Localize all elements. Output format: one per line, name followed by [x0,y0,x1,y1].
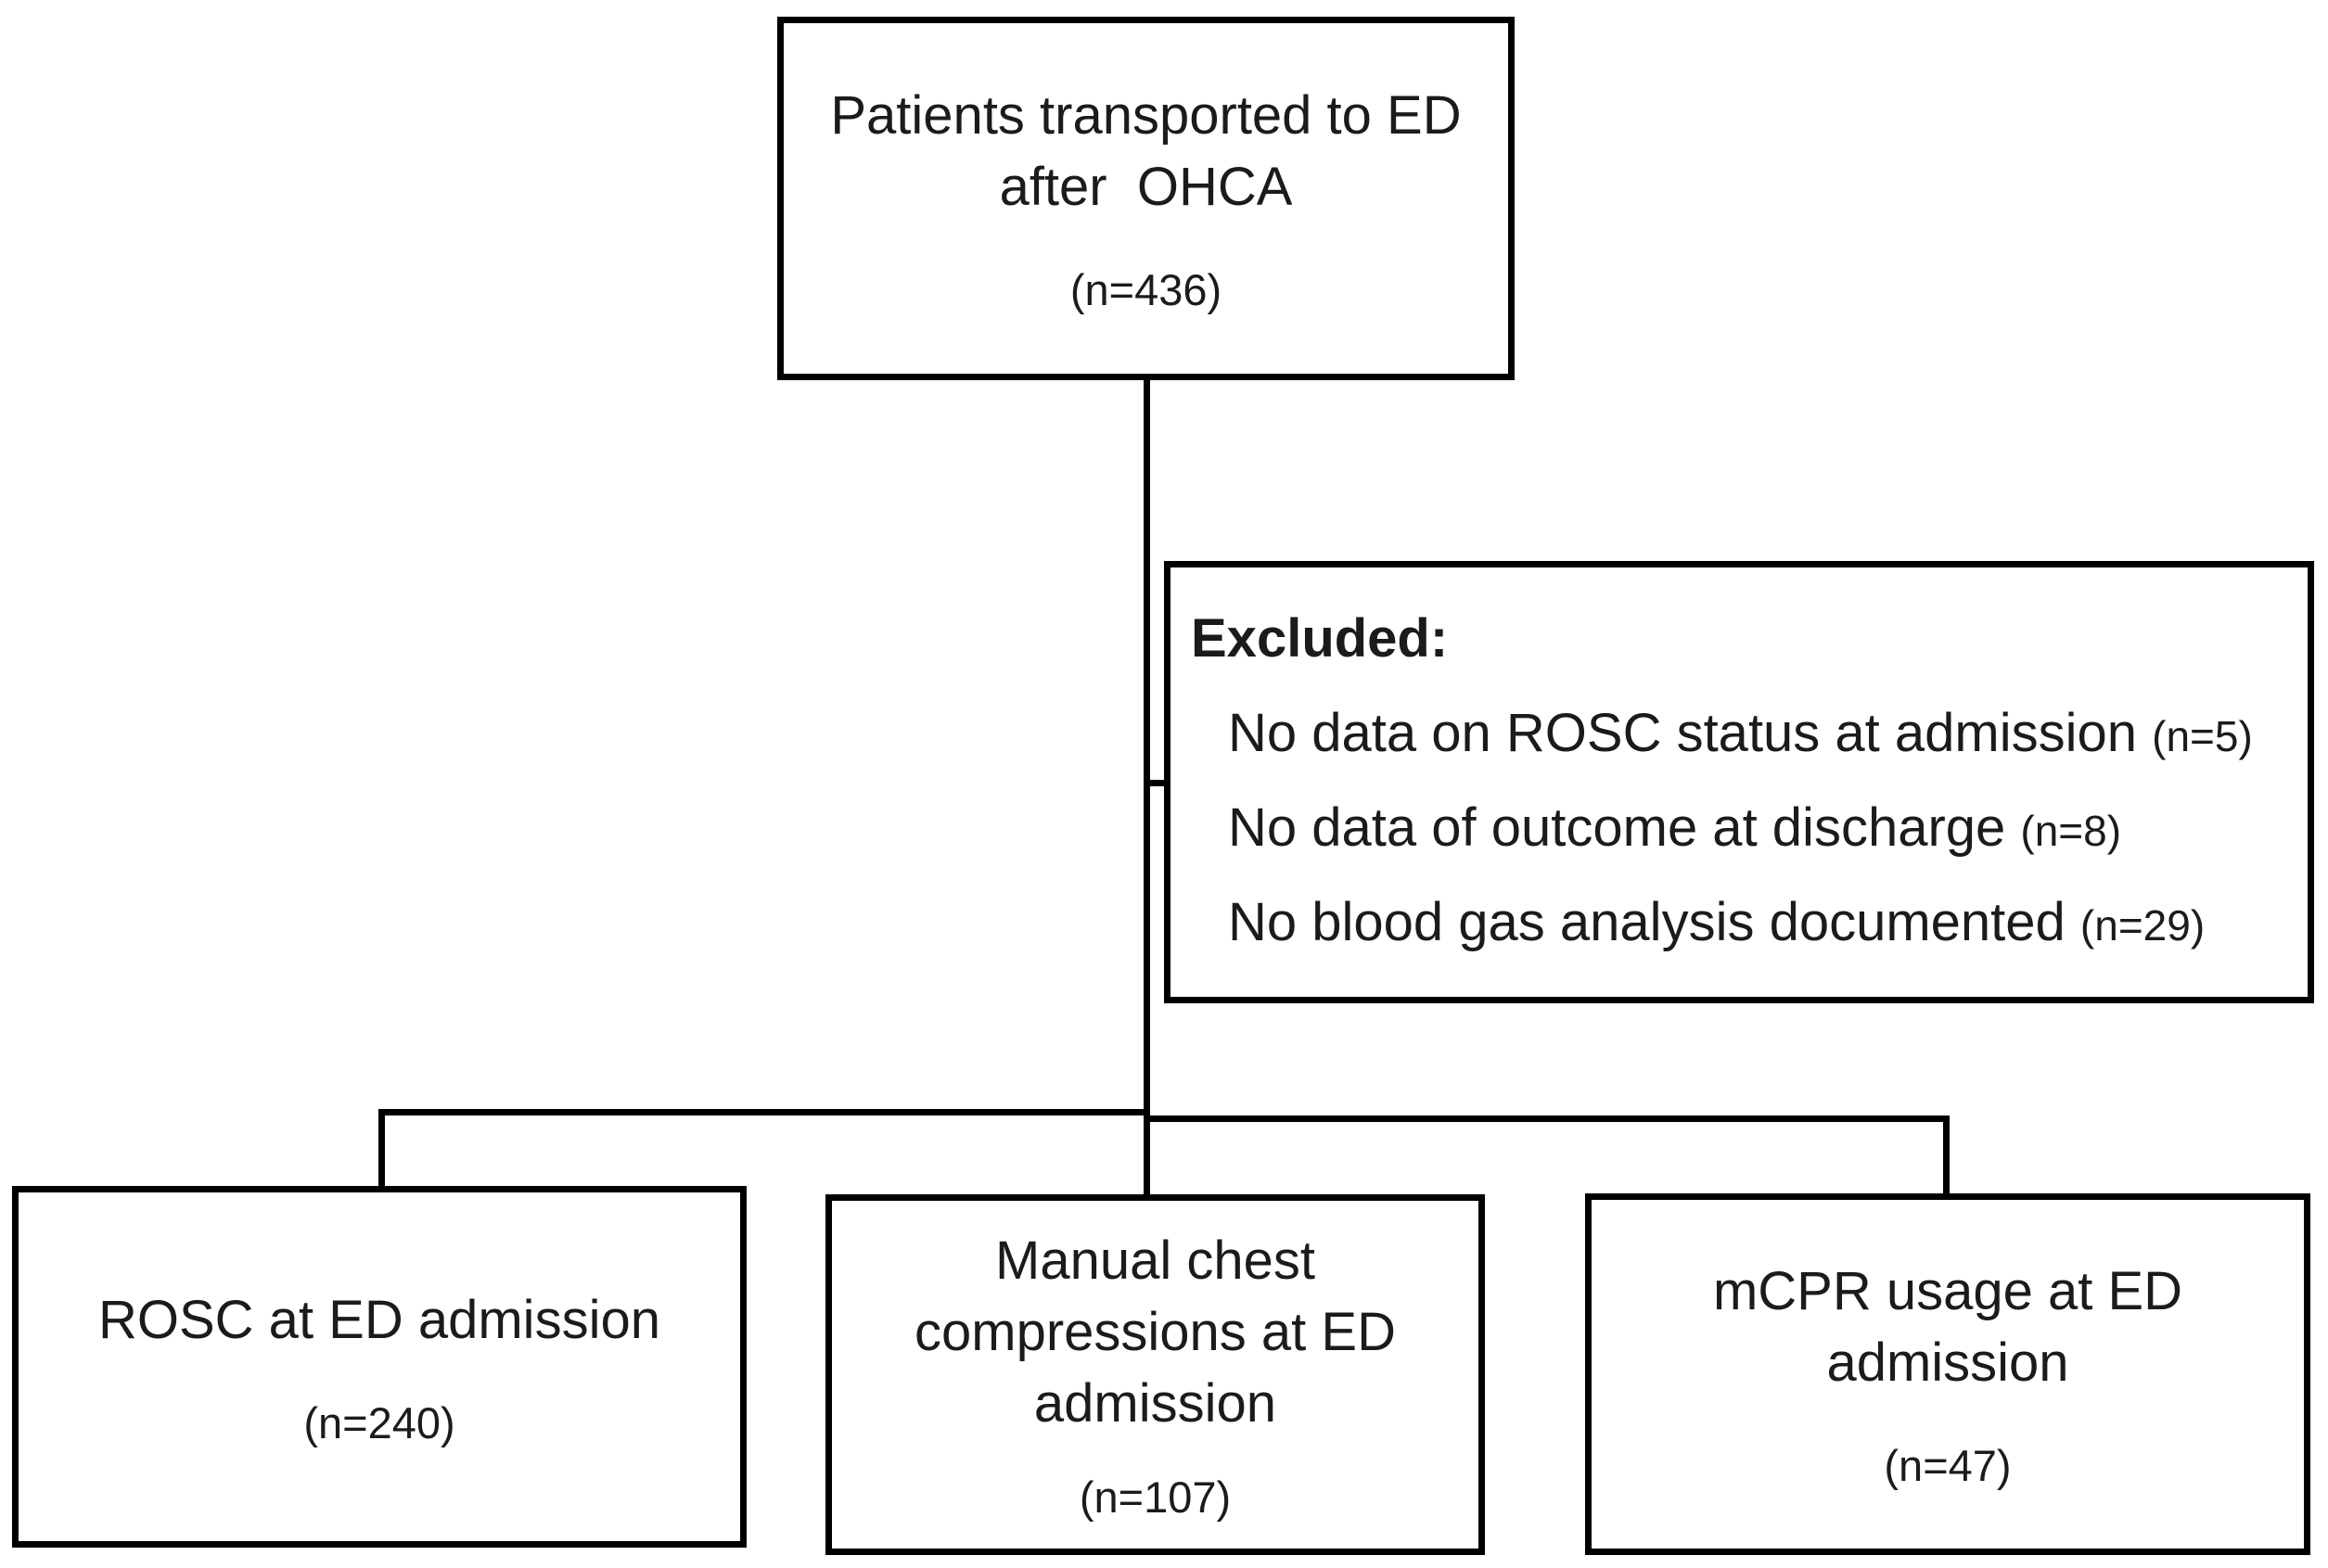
branch-line-right [1144,1115,1950,1122]
excluded-item: No blood gas analysis documented (n=29) [1191,886,2282,958]
connector-top-to-branch [1144,380,1150,1194]
node-count: (n=47) [1884,1441,2012,1491]
excluded-item: No data of outcome at discharge (n=8) [1191,792,2282,863]
node-label: ROSC at ED admission [98,1289,660,1350]
excluded-item-count: (n=29) [2079,901,2206,950]
node-patients-transported: Patients transported to ED after OHCA (n… [777,17,1515,380]
node-excluded: Excluded: No data on ROSC status at admi… [1164,561,2314,1003]
node-rosc-admission: ROSC at ED admission (n=240) [12,1186,747,1548]
node-count: (n=436) [1069,265,1222,315]
node-mcpr-usage: mCPR usage at ED admission (n=47) [1585,1193,2310,1555]
drop-line-right [1943,1115,1950,1198]
node-label: mCPR usage at ED admission [1712,1261,2183,1394]
excluded-item-count: (n=5) [2152,712,2253,761]
excluded-item-text: No blood gas analysis documented [1228,892,2066,953]
connector-excluded-stub [1147,780,1168,786]
branch-line-left [378,1109,1150,1115]
node-label: Patients transported to ED after OHCA [830,85,1462,218]
node-label: Manual chest compressions at ED admissio… [915,1230,1396,1434]
node-count: (n=240) [303,1397,455,1447]
node-count: (n=107) [1079,1472,1232,1523]
node-manual-compressions: Manual chest compressions at ED admissio… [825,1194,1485,1555]
drop-line-left [378,1109,385,1191]
excluded-item: No data on ROSC status at admission (n=5… [1191,697,2282,769]
excluded-heading: Excluded: [1191,608,1449,669]
excluded-item-text: No data of outcome at discharge [1228,797,2006,859]
excluded-item-text: No data on ROSC status at admission [1228,703,2138,764]
excluded-item-count: (n=8) [2020,807,2122,856]
